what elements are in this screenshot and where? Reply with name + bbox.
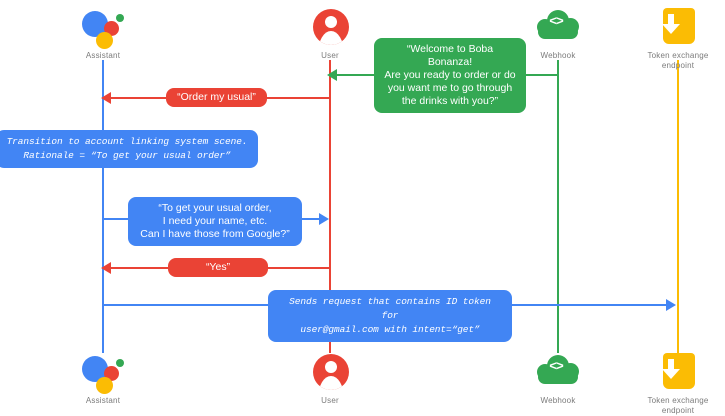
user-avatar-icon (307, 351, 353, 393)
message-bubble-ask-for-name: “To get your usual order, I need your na… (128, 197, 302, 246)
actor-endpoint-bottom[interactable]: Token exchange endpoint (618, 351, 725, 416)
lifeline-user (329, 60, 331, 353)
arrow-head-yes (101, 262, 111, 274)
download-box-icon (655, 6, 701, 48)
lifeline-webhook (557, 60, 559, 353)
google-assistant-icon (80, 6, 126, 49)
actor-endpoint-top[interactable]: Token exchange endpoint (618, 6, 725, 71)
actor-label-user: User (321, 396, 339, 405)
message-bubble-order-my-usual: “Order my usual” (166, 88, 267, 107)
actor-user-top[interactable]: User (270, 6, 390, 61)
google-assistant-icon (80, 351, 126, 394)
actor-webhook-top[interactable]: <> Webhook (498, 6, 618, 61)
user-avatar-icon (307, 6, 353, 48)
arrow-head-ask-for-name (319, 213, 329, 225)
arrow-head-sends-request (666, 299, 676, 311)
message-bubble-welcome: “Welcome to Boba Bonanza! Are you ready … (374, 38, 526, 113)
actor-label-webhook: Webhook (540, 51, 576, 60)
actor-label-endpoint: Token exchange endpoint (647, 396, 709, 415)
cloud-code-icon: <> (535, 6, 581, 48)
actor-label-endpoint: Token exchange endpoint (647, 51, 709, 70)
lifeline-endpoint (677, 60, 679, 353)
actor-label-assistant: Assistant (85, 396, 121, 405)
cloud-code-icon: <> (535, 351, 581, 393)
lifeline-assistant (102, 60, 104, 353)
actor-assistant-top[interactable]: Assistant (43, 6, 163, 61)
download-box-icon (655, 351, 701, 393)
actor-label-assistant: Assistant (85, 51, 121, 60)
arrow-head-welcome (327, 69, 337, 81)
code-brackets-glyph: <> (549, 359, 564, 374)
message-note-sends-request: Sends request that contains ID token for… (268, 290, 512, 342)
actor-label-user: User (321, 51, 339, 60)
actor-webhook-bottom[interactable]: <> Webhook (498, 351, 618, 406)
message-note-transition: Transition to account linking system sce… (0, 130, 258, 168)
actor-user-bottom[interactable]: User (270, 351, 390, 406)
message-bubble-yes: “Yes” (168, 258, 268, 277)
actor-assistant-bottom[interactable]: Assistant (43, 351, 163, 406)
code-brackets-glyph: <> (549, 14, 564, 29)
actor-label-webhook: Webhook (540, 396, 576, 405)
arrow-head-order-my-usual (101, 92, 111, 104)
